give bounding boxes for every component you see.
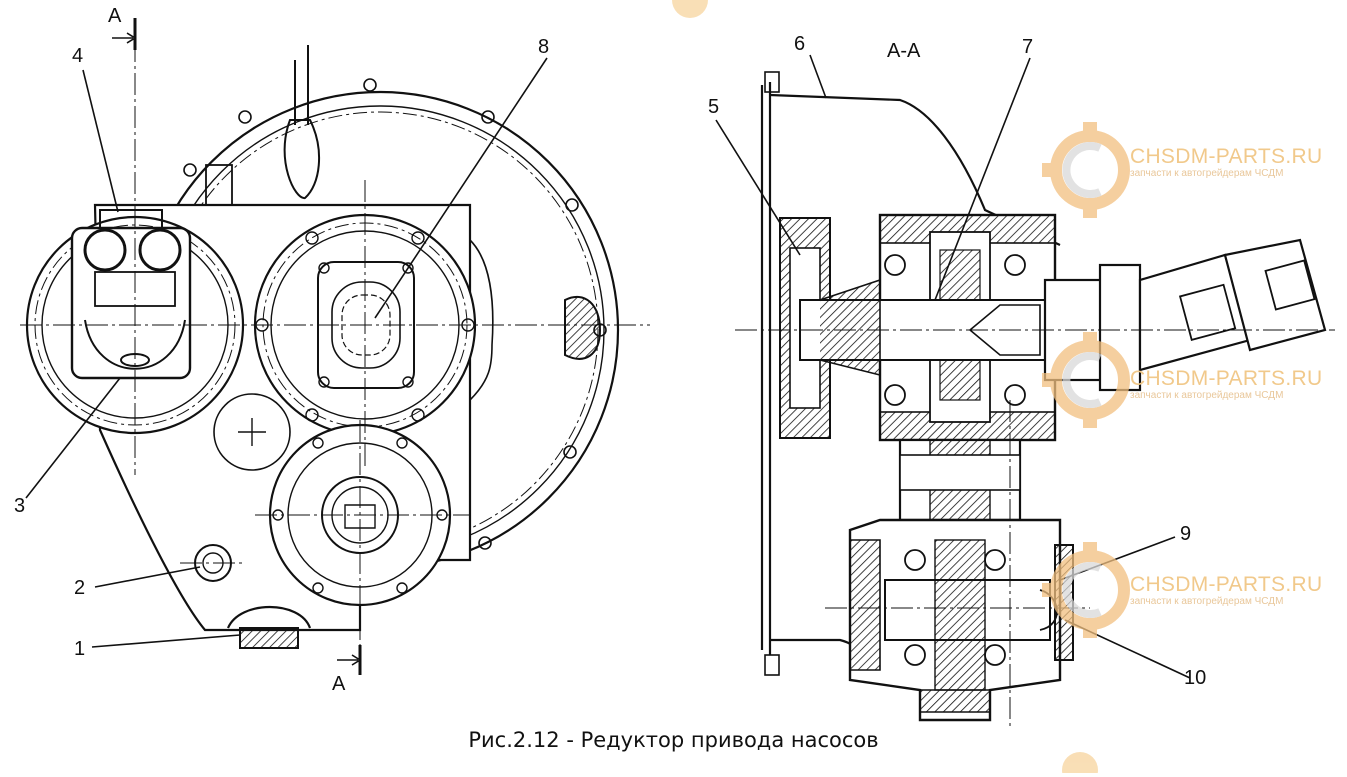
watermark-brand: CHSDM-PARTS.RU bbox=[1130, 145, 1323, 168]
watermark-tagline: запчасти к автогрейдерам ЧСДМ bbox=[1130, 596, 1284, 607]
watermark: CHSDM-PARTS.RU запчасти к автогрейдерам … bbox=[1130, 574, 1322, 608]
callout-6: 6 bbox=[794, 33, 805, 55]
watermark-gear-icon bbox=[1042, 542, 1130, 638]
callout-9: 9 bbox=[1180, 523, 1191, 545]
callout-3: 3 bbox=[14, 495, 25, 517]
cut-mark-top-label: А bbox=[108, 5, 122, 27]
center-lines bbox=[20, 40, 650, 660]
callout-2: 2 bbox=[74, 577, 85, 599]
callout-10: 10 bbox=[1184, 667, 1206, 689]
bearings bbox=[884, 254, 1026, 406]
watermark-tagline: запчасти к автогрейдерам ЧСДМ bbox=[1130, 390, 1284, 401]
watermark: CHSDM-PARTS.RU запчасти к автогрейдерам … bbox=[1130, 368, 1322, 402]
watermark-brand: CHSDM-PARTS.RU bbox=[1130, 367, 1323, 390]
labels: А А А-А 3 2 1 4 8 5 6 7 9 10 bbox=[14, 5, 1206, 695]
callout-1: 1 bbox=[74, 638, 85, 660]
bottom-plug bbox=[239, 627, 299, 649]
watermark: CHSDM-PARTS.RU запчасти к автогрейдерам … bbox=[1130, 146, 1322, 180]
breather bbox=[283, 119, 321, 199]
leader-lines bbox=[25, 54, 1191, 679]
watermark-logos bbox=[672, 0, 1130, 777]
bell-housing bbox=[769, 93, 1061, 246]
figure-caption: Рис.2.12 - Редуктор привода насосов bbox=[468, 728, 879, 752]
watermark-gear-icon bbox=[1042, 122, 1130, 218]
callout-5: 5 bbox=[708, 96, 719, 118]
watermark-tagline: запчасти к автогрейдерам ЧСДМ bbox=[1130, 168, 1284, 179]
left-pump bbox=[70, 226, 192, 380]
watermark-brand: CHSDM-PARTS.RU bbox=[1130, 573, 1323, 596]
cut-mark-bottom-label: А bbox=[332, 673, 346, 695]
callout-7: 7 bbox=[1022, 36, 1033, 58]
callout-4: 4 bbox=[72, 45, 83, 67]
watermark-gear-icon bbox=[1042, 332, 1130, 428]
idler-circle bbox=[213, 393, 291, 471]
section-label: А-А bbox=[887, 40, 921, 62]
front-view bbox=[20, 18, 650, 675]
callout-8: 8 bbox=[538, 36, 549, 58]
